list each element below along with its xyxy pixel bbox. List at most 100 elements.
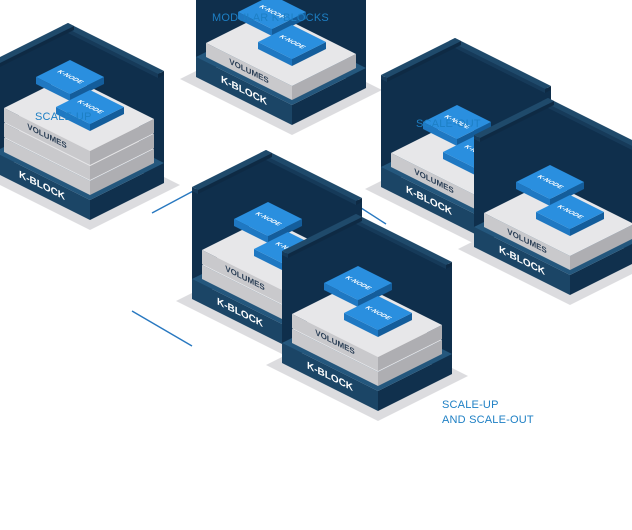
modular-k-blocks-kblock-1-knode-2-top-face bbox=[258, 25, 326, 59]
scale-out-kblock-1-knode-1-left-face bbox=[423, 122, 457, 146]
scale-up-and-scale-out-kblock-1-knode-2-left-face bbox=[254, 249, 288, 273]
scale-up-kblock-1-volume-shelf-1-right-face bbox=[90, 149, 154, 195]
caption-scale-up-and-scale-out-line-1: SCALE-UP bbox=[442, 399, 499, 411]
scale-out-kblock-2-knode-1-right-face bbox=[550, 182, 584, 206]
scale-out-kblock-2-frame-top-side-right-face bbox=[480, 101, 554, 142]
scale-up-and-scale-out-kblock-2-frame-top-side-left-face bbox=[282, 251, 288, 258]
scale-out-kblock-2-knode-1 bbox=[516, 165, 584, 206]
scale-out-kblock-2-knode-2-top-face bbox=[536, 195, 604, 229]
scale-out-kblock-1-volume-shelf-1-left-face bbox=[391, 153, 477, 210]
scale-out-kblock-1-base-left-face bbox=[381, 167, 477, 235]
scale-up-kblock-1-knode-1-right-face bbox=[70, 77, 104, 101]
scale-out-kblock-1-frame-top-side bbox=[381, 38, 461, 82]
scale-out-kblock-2-knode-2 bbox=[536, 195, 604, 236]
scale-up-and-scale-out-kblock-1-knode-1-top-face bbox=[234, 202, 302, 236]
scale-out-kblock-1-frame-top-back-right-face bbox=[545, 86, 551, 93]
scale-up-and-scale-out-kblock-2-base-right-face bbox=[378, 354, 452, 411]
scale-out-kblock-2-volume-shelf-1-left-face bbox=[484, 213, 570, 270]
scale-up-and-scale-out-kblock-2-volume-shelf-2-left-face bbox=[292, 314, 378, 371]
scale-up-and-scale-out-kblock-2-knode-1-top-face bbox=[324, 266, 392, 300]
scale-out-kblock-2-knode-2-left-face bbox=[536, 212, 570, 236]
scale-up-and-scale-out-kblock-1-base-left-face bbox=[192, 279, 288, 347]
scale-out-kblock-2-frame-top-side bbox=[474, 98, 554, 142]
caption-modular-k-blocks: MODULAR K-BLOCKS bbox=[212, 12, 329, 24]
modular-k-blocks-kblock-1-knode-2-right-face bbox=[292, 42, 326, 66]
scale-up-and-scale-out-kblock-2-knode-2-left-face bbox=[344, 313, 378, 337]
modular-k-blocks-kblock-1-knode-2 bbox=[258, 25, 326, 66]
scale-up-kblock-1-volume-shelf-3-left-face bbox=[4, 108, 90, 165]
scale-up-kblock-1-volume-shelf-2-right-face bbox=[90, 134, 154, 180]
caption-scale-up-and-scale-out: SCALE-UP AND SCALE-OUT bbox=[442, 398, 534, 428]
scale-up-and-scale-out-kblock-1-knode-1-left-face bbox=[234, 219, 268, 243]
scale-up-and-scale-out-kblock-2-frame-top-side bbox=[282, 214, 362, 258]
modular-k-blocks-kblock-1-volume-shelf-1-left-face bbox=[206, 43, 292, 100]
modular-k-blocks-kblock-1-base-left-face bbox=[196, 57, 292, 125]
scale-up-kblock-1-frame-top-side bbox=[0, 23, 74, 67]
modular-k-blocks-kblock-1-base-right-face bbox=[292, 68, 366, 125]
scale-up-and-scale-out-kblock-1-frame-top-side bbox=[192, 150, 272, 194]
scale-up-kblock-1-frame-top-back-right-face bbox=[158, 71, 164, 78]
modular-k-blocks-kblock-1-knode-1 bbox=[238, 0, 306, 36]
modular-k-blocks-kblock-1-knode-1-left-face bbox=[238, 12, 272, 36]
scale-up-and-scale-out-kblock-2-frame-top-back-left-face bbox=[350, 217, 446, 269]
scale-up-and-scale-out-kblock-2-knode-1 bbox=[324, 266, 392, 307]
scale-out-kblock-1-knode-1-right-face bbox=[457, 122, 491, 146]
scale-out-kblock-2-knode-1-top-face bbox=[516, 165, 584, 199]
scale-up-and-scale-out-kblock-1-frame-top-back-left-face bbox=[260, 153, 356, 205]
scale-up-kblock-1-volume-shelf-3-right-face bbox=[90, 119, 154, 165]
scale-out-kblock-1-frame-top-back-left-face bbox=[449, 41, 545, 93]
scale-out-kblock-2-frame-top-back-left-face bbox=[542, 101, 632, 150]
scale-out-kblock-2-base-left-face bbox=[474, 227, 570, 295]
scale-up-kblock-1-frame-top-back-left-face bbox=[62, 26, 158, 78]
scale-up-kblock-1-knode-2-top-face bbox=[56, 90, 124, 124]
scale-up-and-scale-out-kblock-1-frame-top-side-top-face bbox=[192, 150, 272, 190]
scale-up-and-scale-out-kblock-1-volume-shelf-2-left-face bbox=[202, 250, 288, 307]
scale-up-and-scale-out-kblock-1-frame-top-back-top-face bbox=[260, 150, 362, 201]
scale-up-kblock-1-frame-top-back-top-face bbox=[62, 23, 164, 74]
modular-k-blocks-kblock-1-volume-shelf-1-right-face bbox=[292, 54, 356, 100]
scale-out-kblock-1-knode-2-left-face bbox=[443, 152, 477, 176]
scale-up-and-scale-out-kblock-1-knode-1-right-face bbox=[268, 219, 302, 243]
scale-up-kblock-1-base-left-face bbox=[0, 155, 90, 220]
scale-out-kblock-2-volume-shelf-1-right-face bbox=[570, 225, 632, 270]
modular-k-blocks-kblock-1-knode-1-right-face bbox=[272, 12, 306, 36]
scale-up-kblock-1-knode-1-left-face bbox=[36, 77, 70, 101]
scale-up-and-scale-out-kblock-1-volume-shelf-1-left-face bbox=[202, 265, 288, 322]
scale-up-and-scale-out-kblock-1-frame-top-side-left-face bbox=[192, 187, 198, 194]
scale-out-kblock-1-knode-1 bbox=[423, 105, 491, 146]
scale-up-and-scale-out-kblock-2-volume-shelf-2-right-face bbox=[378, 325, 442, 371]
scale-out-kblock-1-knode-1-top-face bbox=[423, 105, 491, 139]
scale-up-kblock-1-knode-2 bbox=[56, 90, 124, 131]
scale-up-kblock-1-frame-top-back bbox=[62, 23, 164, 78]
scale-up-and-scale-out-kblock-2-knode-2-right-face bbox=[378, 313, 412, 337]
scale-up-and-scale-out-kblock-2-frame-top-side-right-face bbox=[288, 217, 362, 258]
scale-out-kblock-2-knode-2-right-face bbox=[570, 212, 604, 236]
caption-scale-out: SCALE-OUT bbox=[416, 118, 481, 130]
scale-up-kblock-1-base-right-face bbox=[90, 163, 164, 220]
scale-out-kblock-2-frame-top-back-top-face bbox=[542, 98, 632, 146]
scale-up-and-scale-out-kblock-2-knode-2 bbox=[344, 296, 412, 337]
scale-up-and-scale-out-kblock-2-frame-top-back bbox=[350, 214, 452, 269]
scale-out-kblock-2-knode-1-left-face bbox=[516, 182, 550, 206]
scale-up-and-scale-out-kblock-1-knode-1 bbox=[234, 202, 302, 243]
scale-up-and-scale-out-kblock-2-frame-top-back-right-face bbox=[446, 262, 452, 269]
scale-up-and-scale-out-kblock-2-knode-1-right-face bbox=[358, 283, 392, 307]
scale-out-kblock-2-frame-top-side-left-face bbox=[474, 135, 480, 142]
scale-out-kblock-1-frame-top-back bbox=[449, 38, 551, 93]
scale-up-kblock-1-knode-1 bbox=[36, 60, 104, 101]
scale-out-kblock-1-frame-top-side-top-face bbox=[381, 38, 461, 78]
scale-up-kblock-1-knode-2-left-face bbox=[56, 107, 90, 131]
caption-scale-up: SCALE-UP bbox=[35, 111, 92, 123]
modular-k-blocks-kblock-1-knode-1-top-face bbox=[238, 0, 306, 29]
scale-up-and-scale-out-kblock-2-knode-2-top-face bbox=[344, 296, 412, 330]
scale-up-and-scale-out-kblock-2-knode-1-left-face bbox=[324, 283, 358, 307]
group-scale-out: K-BLOCKVOLUMESK-NODEK-NODEK-BLOCKVOLUMES… bbox=[365, 38, 632, 305]
scale-out-kblock-2-base-right-face bbox=[570, 244, 632, 295]
scale-up-and-scale-out-kblock-2-volume-shelf-1-right-face bbox=[378, 340, 442, 386]
